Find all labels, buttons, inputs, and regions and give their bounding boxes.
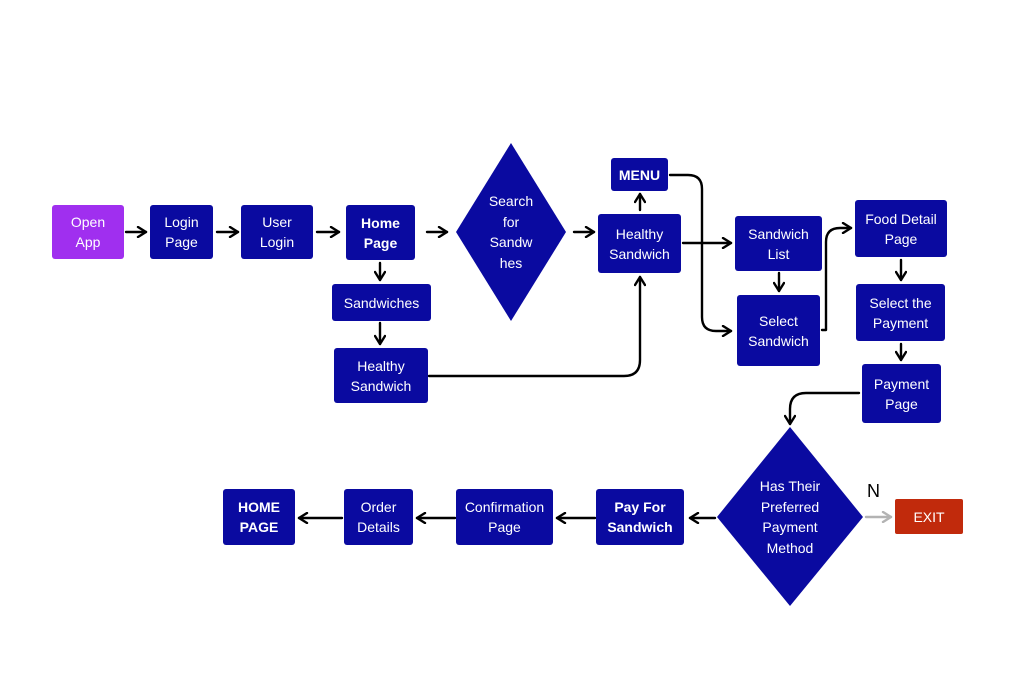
sandwich-list-node: Sandwich List [735, 216, 822, 271]
payment-page-node: Payment Page [862, 364, 941, 423]
pay-for-sandwich-node: Pay For Sandwich [596, 489, 684, 545]
select-sandwich-node: Select Sandwich [737, 295, 820, 366]
arrow-select-to-food-detail [820, 228, 853, 332]
arrow-healthy-left-to-healthy-right [427, 275, 640, 378]
payment-decision-label: Has Their Preferred Payment Method [759, 478, 821, 556]
arrow-menu-to-select-sandwich [668, 173, 733, 331]
menu-node: MENU [611, 158, 668, 191]
login-page-node: Login Page [150, 205, 213, 259]
confirmation-page-node: Confirmation Page [456, 489, 553, 545]
healthy-sandwich-left-node: Healthy Sandwich [334, 348, 428, 403]
search-decision-diamond [456, 143, 566, 321]
exit-node: EXIT [895, 499, 963, 534]
sandwiches-node: Sandwiches [332, 284, 431, 321]
healthy-sandwich-right-node: Healthy Sandwich [598, 214, 681, 273]
home-page-final-node: HOME PAGE [223, 489, 295, 545]
search-decision-label: Search for Sandw hes [488, 193, 534, 271]
home-page-node: Home Page [346, 205, 415, 260]
arrow-payment-page-to-decision [790, 391, 861, 426]
open-app-node: Open App [52, 205, 124, 259]
order-details-node: Order Details [344, 489, 413, 545]
select-the-payment-node: Select the Payment [856, 284, 945, 341]
no-branch-label: N [867, 481, 880, 501]
food-detail-page-node: Food Detail Page [855, 200, 947, 257]
user-login-node: User Login [241, 205, 313, 259]
payment-decision-diamond [717, 427, 863, 606]
